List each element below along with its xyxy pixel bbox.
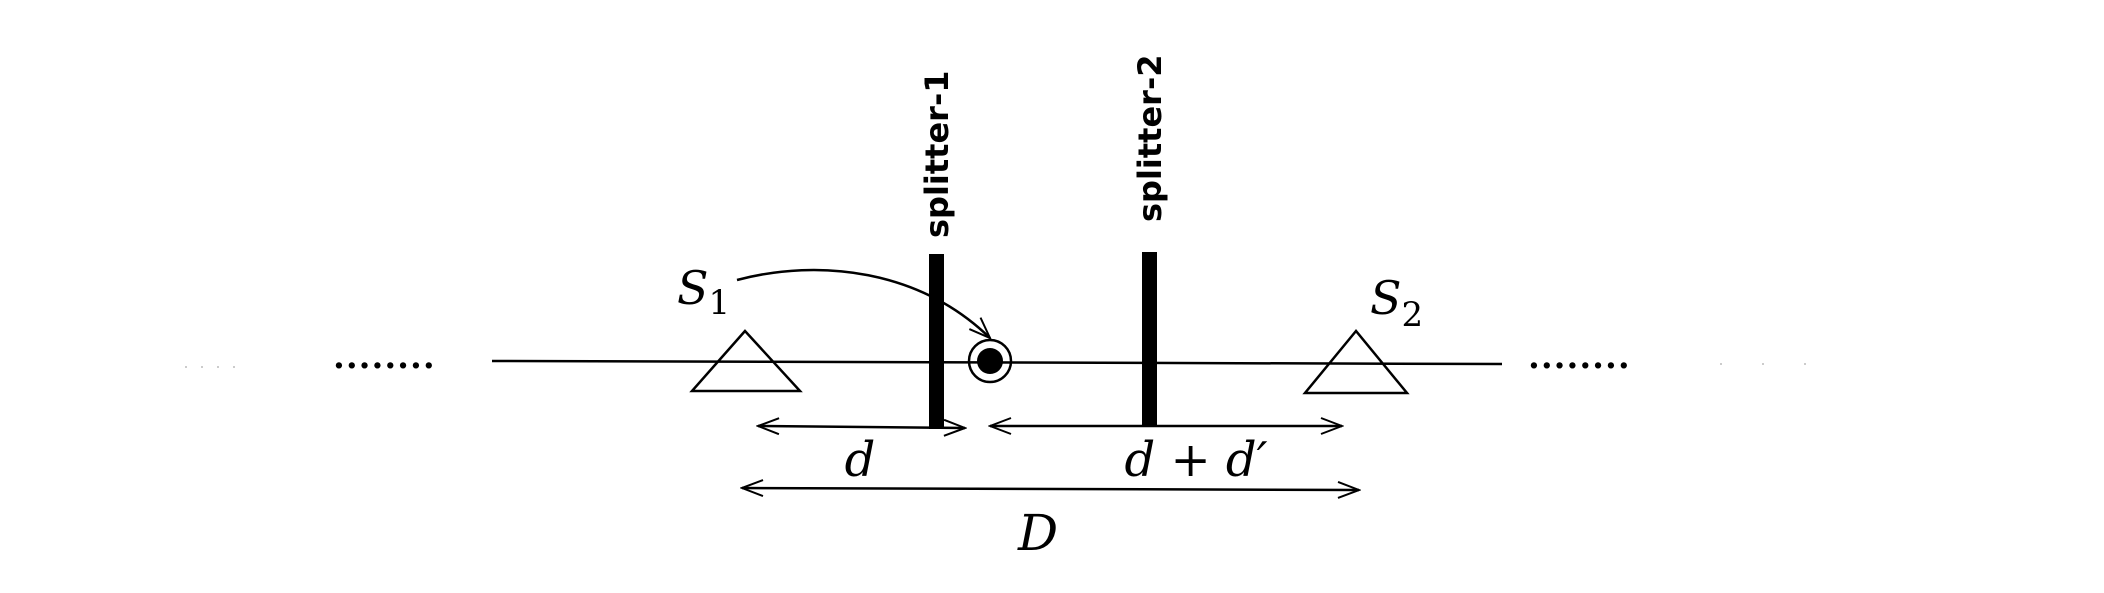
dots-right: ........: [1528, 337, 1631, 377]
splitter-1-label: splitter-1: [918, 70, 956, 238]
distance-D-arrow: [742, 488, 1359, 490]
splitter-1-bar: [929, 254, 944, 429]
distance-D-label: D: [1017, 504, 1058, 562]
source-2-label: S2: [1370, 271, 1423, 335]
source-2-label-sub: 2: [1402, 295, 1424, 335]
source-1-label-base: S: [677, 261, 709, 315]
distance-d-label: d: [845, 432, 876, 488]
distance-d-plus-dprime-label: d + d′: [1124, 432, 1267, 488]
particle-dot: [977, 348, 1003, 374]
source-2-label-base: S: [1370, 271, 1402, 325]
dots-left: ........: [333, 337, 436, 377]
particle-ring: [967, 338, 1013, 384]
source-1-label-sub: 1: [709, 283, 731, 323]
splitter-2-bar: [1142, 252, 1157, 427]
curved-arrow: [736, 268, 990, 338]
splitter-2-label: splitter-2: [1131, 54, 1169, 222]
source-1-triangle: [689, 329, 803, 393]
source-1-label: S1: [677, 261, 730, 323]
source-2-triangle: [1302, 329, 1410, 395]
distance-d-arrow: [758, 426, 965, 428]
